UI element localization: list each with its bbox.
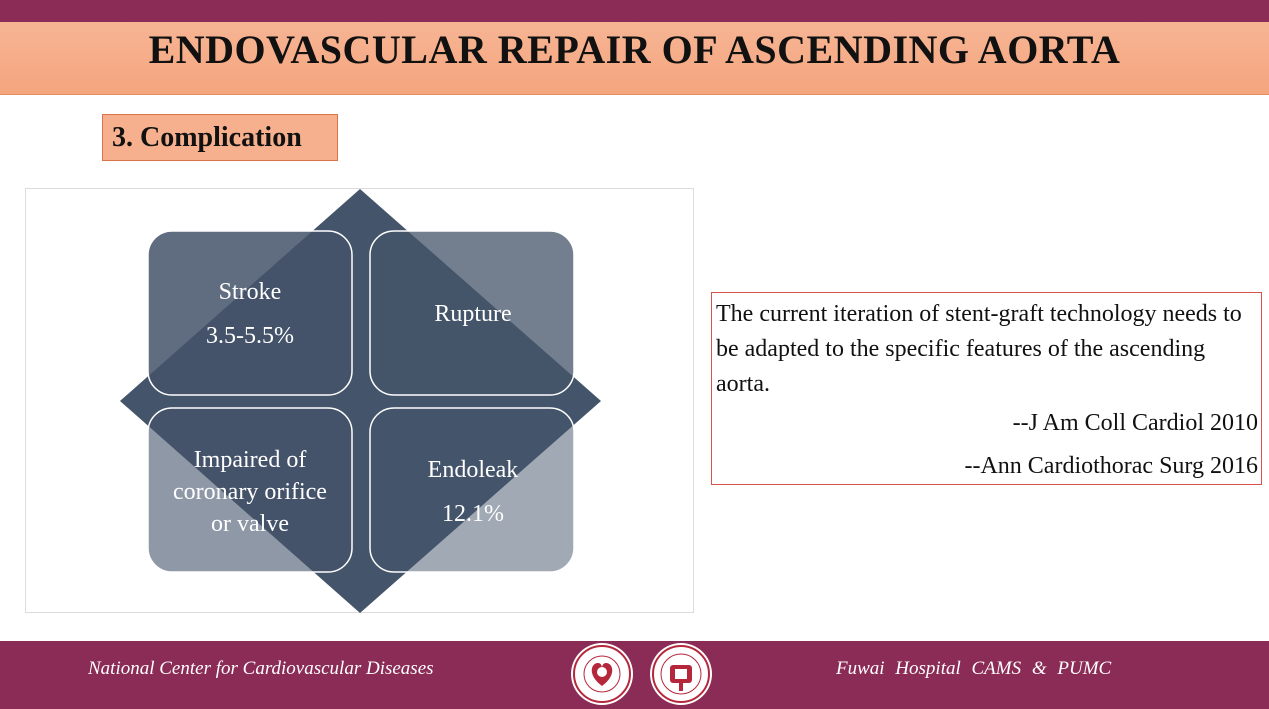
quote-text: The current iteration of stent-graft tec… [716, 301, 1242, 397]
node-stroke-label: Stroke [219, 279, 282, 305]
section-label: 3. Complication [102, 114, 338, 161]
footer: National Center for Cardiovascular Disea… [0, 641, 1269, 709]
node-impaired [147, 407, 353, 573]
footer-right-text: Fuwai Hospital CAMS & PUMC [836, 658, 1112, 679]
title-band [0, 22, 1269, 95]
reference-2: --Ann Cardiothorac Surg 2016 [964, 453, 1258, 479]
node-stroke-value: 3.5-5.5% [206, 323, 294, 349]
fuwai-hospital-logo [650, 643, 712, 705]
slide-title: ENDOVASCULAR REPAIR OF ASCENDING AORTA [148, 27, 1121, 72]
reference-1: --J Am Coll Cardiol 2010 [1012, 410, 1258, 436]
node-endoleak-label: Endoleak [428, 457, 519, 483]
node-impaired-line-3: or valve [211, 511, 289, 537]
node-endoleak-value: 12.1% [442, 501, 504, 527]
national-center-logo [571, 643, 633, 705]
node-rupture-label: Rupture [434, 301, 511, 327]
diagram-svg: Stroke 3.5-5.5% Rupture Impaired of coro… [120, 189, 601, 613]
quote-box: The current iteration of stent-graft tec… [711, 292, 1262, 485]
complication-diagram: Stroke 3.5-5.5% Rupture Impaired of coro… [25, 188, 694, 613]
footer-left-text: National Center for Cardiovascular Disea… [88, 658, 434, 679]
node-impaired-line-1: Impaired of [194, 447, 307, 473]
node-rupture [369, 230, 575, 396]
top-band [0, 0, 1269, 22]
node-impaired-line-2: coronary orifice [173, 479, 327, 505]
node-endoleak [369, 407, 575, 573]
node-stroke [147, 230, 353, 396]
